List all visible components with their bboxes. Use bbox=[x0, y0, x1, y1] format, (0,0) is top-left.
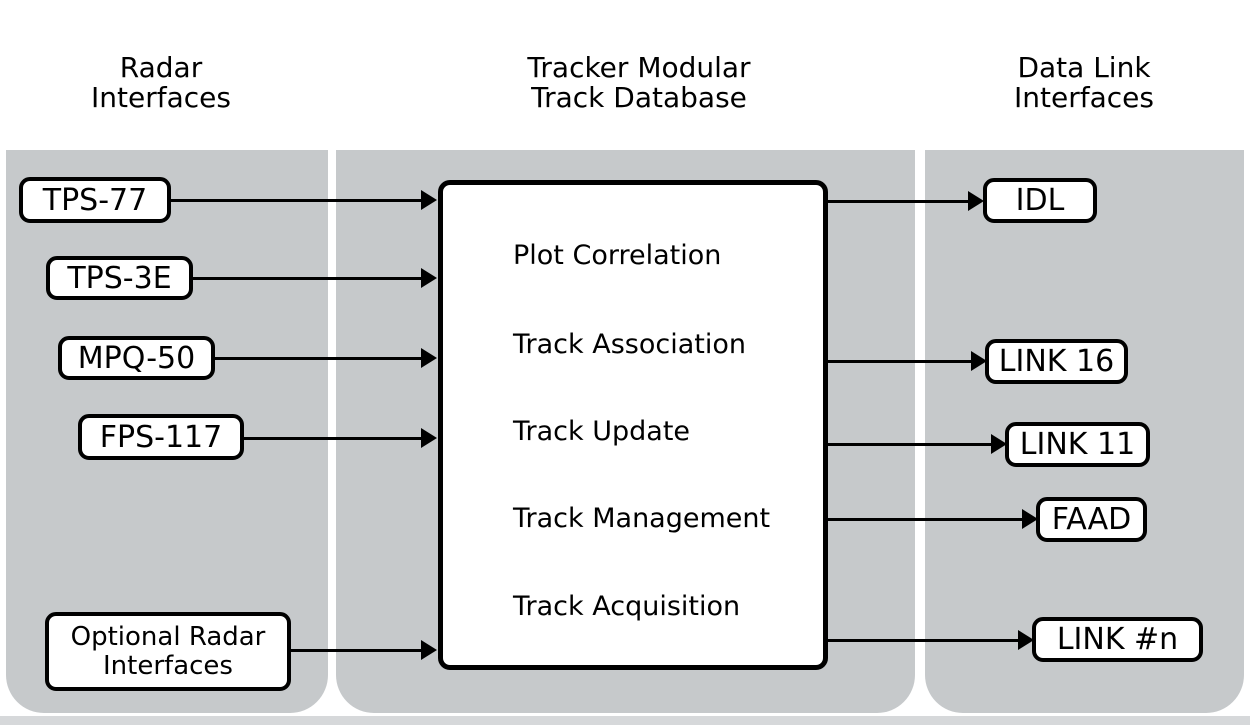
column-header-line: Tracker Modular bbox=[527, 51, 751, 84]
arrow-fps-117-to-tracker bbox=[241, 437, 423, 440]
node-faad: FAAD bbox=[1036, 497, 1147, 542]
page-bottom-edge bbox=[0, 716, 1250, 725]
arrowhead-tps-3e-to-tracker bbox=[421, 268, 437, 288]
arrowhead-tracker-to-idl bbox=[968, 191, 984, 211]
function-label-track-association: Track Association bbox=[513, 329, 746, 360]
node-label: TPS-77 bbox=[42, 182, 148, 218]
column-header-line: Interfaces bbox=[1014, 81, 1154, 114]
arrow-mpq-50-to-tracker bbox=[212, 357, 423, 360]
node-link-11: LINK 11 bbox=[1005, 422, 1150, 467]
arrow-tracker-to-link-16 bbox=[826, 360, 973, 363]
column-header-line: Radar bbox=[119, 51, 203, 84]
arrow-tracker-to-idl bbox=[826, 200, 970, 203]
column-header-line: Data Link bbox=[1017, 51, 1151, 84]
arrowhead-tracker-to-faad bbox=[1022, 509, 1038, 529]
arrowhead-tps-77-to-tracker bbox=[421, 190, 437, 210]
function-label-track-management: Track Management bbox=[513, 503, 771, 534]
node-link-n: LINK #n bbox=[1032, 617, 1203, 662]
node-fps-117: FPS-117 bbox=[78, 414, 244, 460]
arrowhead-fps-117-to-tracker bbox=[421, 428, 437, 448]
arrowhead-tracker-to-link-11 bbox=[991, 434, 1007, 454]
node-label-line: Interfaces bbox=[103, 650, 233, 681]
node-idl: IDL bbox=[983, 178, 1097, 223]
node-label: LINK 11 bbox=[1019, 427, 1136, 462]
arrow-tps-3e-to-tracker bbox=[190, 277, 423, 280]
node-label: LINK 16 bbox=[998, 344, 1115, 379]
node-tps-77: TPS-77 bbox=[19, 177, 171, 223]
node-label: MPQ-50 bbox=[77, 340, 196, 376]
node-label: FPS-117 bbox=[99, 419, 223, 455]
function-label-track-acquisition: Track Acquisition bbox=[513, 591, 741, 622]
function-label-track-update: Track Update bbox=[513, 416, 691, 447]
arrow-optional-radar-to-tracker bbox=[288, 649, 423, 652]
arrowhead-mpq-50-to-tracker bbox=[421, 348, 437, 368]
node-label: LINK #n bbox=[1056, 622, 1179, 657]
arrow-tps-77-to-tracker bbox=[168, 199, 423, 202]
node-label: IDL bbox=[1015, 183, 1065, 218]
arrowhead-optional-radar-to-tracker bbox=[421, 640, 437, 660]
arrow-tracker-to-link-11 bbox=[826, 443, 993, 446]
node-link-16: LINK 16 bbox=[985, 339, 1128, 384]
arrow-tracker-to-faad bbox=[826, 518, 1024, 521]
column-header-line: Track Database bbox=[531, 81, 747, 114]
column-header-line: Interfaces bbox=[91, 81, 231, 114]
arrow-tracker-to-link-n bbox=[826, 639, 1020, 642]
arrowhead-tracker-to-link-n bbox=[1018, 630, 1034, 650]
node-label: TPS-3E bbox=[67, 260, 172, 296]
node-tps-3e: TPS-3E bbox=[46, 256, 193, 300]
arrowhead-tracker-to-link-16 bbox=[971, 351, 987, 371]
node-label: FAAD bbox=[1051, 502, 1132, 537]
function-label-plot-correlation: Plot Correlation bbox=[513, 240, 722, 271]
node-mpq-50: MPQ-50 bbox=[58, 336, 215, 380]
node-label-line: Optional Radar bbox=[70, 621, 266, 652]
tracker-modular-track-database-box bbox=[438, 180, 828, 670]
